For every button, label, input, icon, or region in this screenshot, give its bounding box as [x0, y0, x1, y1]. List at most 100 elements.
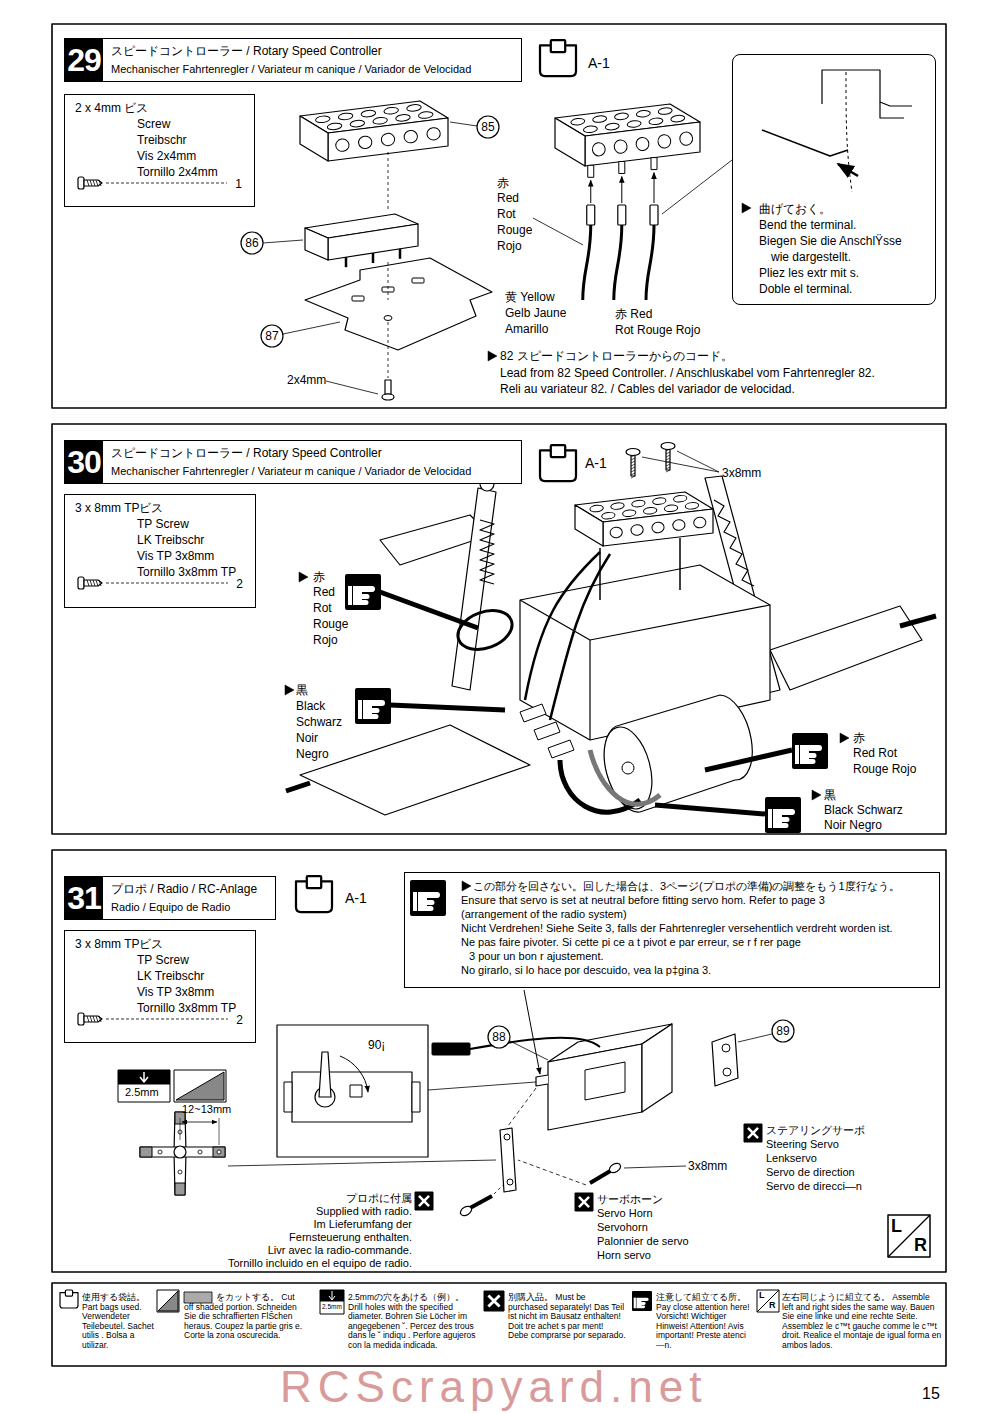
screw-icon [385, 380, 391, 394]
speed-controller-cover [658, 107, 673, 115]
lr-letter: R [769, 1300, 776, 1311]
quantity: 2 [236, 1013, 243, 1027]
dimension: 2x4mm [287, 373, 326, 387]
line-art [52, 24, 946, 1366]
wire [550, 554, 610, 720]
lr-letter: L [759, 1290, 765, 1301]
attention-icon [355, 688, 391, 724]
drill-icon [329, 1291, 335, 1300]
screw-icon [87, 1016, 89, 1022]
step-number: 29 [65, 39, 103, 81]
cut-icon [158, 1291, 178, 1311]
bag-code: A-1 [345, 890, 367, 906]
part-note: Servo de direction [766, 1166, 855, 1179]
legend-text: 別購入品。 Must be purchased separately! Das … [508, 1292, 626, 1340]
screw-icon [631, 470, 635, 472]
callout-number: 86 [245, 236, 258, 250]
gearbox [589, 640, 590, 740]
screw-icon [666, 470, 670, 472]
part-name: 2 x 4mm ビス [75, 100, 246, 116]
note-text: この部分を回さない。回した場合は、3ページ(プロポの準備)の調整をもう1度行なう… [461, 879, 931, 893]
part-name: Tornillo 3x8mm TP [137, 564, 247, 580]
screw-icon [666, 458, 670, 460]
part-name: TP Screw [137, 952, 247, 968]
speed-controller-cover [611, 502, 625, 510]
dimension: 3x8mm [722, 466, 761, 480]
screw-icon [99, 580, 101, 586]
callout-circle [772, 1020, 794, 1042]
note-text: Doble el terminal. [759, 281, 929, 297]
panel-frame [52, 424, 946, 834]
purchase-separately-icon [575, 1193, 593, 1211]
arrow-line [838, 164, 858, 176]
screw-icon [382, 394, 394, 400]
servo-top-view [292, 1072, 412, 1122]
angle: 90¡ [368, 1038, 385, 1052]
leader-line [642, 457, 719, 472]
screw-icon [631, 454, 635, 476]
wire-color: 赤 [313, 570, 325, 584]
horn-template [140, 1147, 225, 1157]
servo-top-view [412, 1082, 420, 1112]
part-name: Vis TP 3x8mm [137, 548, 247, 564]
wire-color: Gelb Jaune [505, 306, 566, 320]
bag-icon [307, 876, 321, 888]
drill-icon [320, 1290, 344, 1301]
arrow-line [654, 173, 655, 203]
purchase-separately-icon [419, 1196, 429, 1206]
bullet-connector [534, 722, 560, 740]
wire [525, 552, 600, 700]
wire-color: Noir Negro [824, 818, 882, 832]
servo-top-view [284, 1082, 292, 1112]
part-note: Steering Servo [766, 1138, 839, 1151]
dimension-line [219, 1118, 220, 1145]
speed-controller-cover [673, 495, 687, 503]
wire-color: 黒 [824, 788, 836, 802]
wire-color: Rouge Rojo [853, 762, 916, 776]
wire-color: 黒 [296, 683, 308, 697]
wire [583, 225, 591, 300]
speed-controller-cover [636, 110, 651, 118]
screw-icon [608, 1162, 622, 1175]
purchase-separately-icon [484, 1291, 504, 1311]
horn-template [175, 1183, 185, 1195]
speed-controller-cover [643, 507, 657, 515]
leader-line [326, 381, 378, 394]
parts-list-box: 3 x 8mm TPビスTP ScrewLK TreibschrVis TP 3… [64, 930, 256, 1043]
panel-frame [52, 850, 946, 1272]
shade-sample [184, 1292, 212, 1303]
note-text: No girarlo, si lo hace por descuido, vea… [461, 963, 931, 977]
speed-controller-cover [384, 107, 399, 115]
wire-terminal [650, 205, 658, 225]
note-text: Nicht Verdrehen! Siehe Seite 3, falls de… [461, 921, 931, 935]
pointer-line [655, 805, 765, 814]
part-note: サーボホーン [597, 1193, 663, 1206]
screw-icon [631, 473, 635, 475]
leader-line [428, 1082, 536, 1090]
speed-controller-cover [651, 522, 664, 534]
leader-line [450, 122, 477, 126]
wire-color: Rot Rouge Rojo [615, 323, 700, 337]
drill-icon [140, 1072, 148, 1082]
lr-letter: R [914, 1235, 927, 1256]
screw-icon [90, 1016, 92, 1022]
speed-controller-cover [685, 502, 699, 510]
pointer-triangle [812, 790, 821, 800]
screw-icon [96, 180, 98, 186]
quantity-leader [106, 583, 228, 584]
step-title: Mechanischer Fahrtenregler / Variateur m… [111, 60, 511, 78]
speed-controller-cover [614, 139, 628, 154]
resistor-block [305, 228, 328, 260]
part-note: プロポに付属 [346, 1192, 412, 1205]
speed-controller-cover [571, 118, 586, 126]
leader-line [283, 322, 340, 334]
step-number: 31 [65, 877, 103, 919]
screw-icon [84, 1016, 102, 1022]
wire-color: Negro [296, 747, 329, 761]
screw-icon [99, 1016, 101, 1022]
screw-icon [631, 476, 635, 478]
screw-icon [631, 455, 635, 457]
bracket-detail [822, 70, 912, 106]
step-title: Radio / Equipo de Radio [111, 898, 265, 916]
part-name: Vis TP 3x8mm [137, 984, 247, 1000]
